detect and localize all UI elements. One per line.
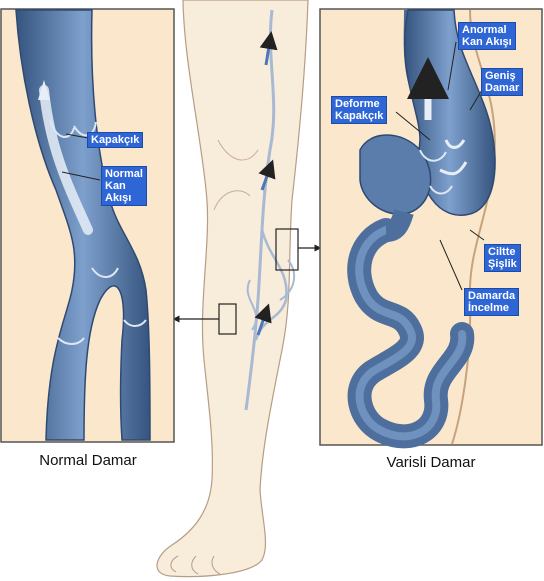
leg — [156, 0, 322, 578]
label-normal-flow: Normal Kan Akışı — [101, 166, 147, 206]
normal-vein-panel — [0, 8, 175, 443]
label-deformed-valve: Deforme Kapakçık — [331, 96, 388, 124]
label-thinning: Damarda İncelme — [464, 288, 520, 316]
label-wide-vein: Geniş Damar — [481, 68, 524, 96]
label-abnormal-flow: Anormal Kan Akışı — [458, 22, 516, 50]
label-valve: Kapakçık — [87, 132, 144, 148]
caption-normal-vein: Normal Damar — [39, 452, 137, 469]
label-skin-swelling: Ciltte Şişlik — [484, 244, 521, 272]
varicose-detail-box — [275, 228, 299, 271]
caption-varicose-vein: Varisli Damar — [386, 454, 476, 471]
